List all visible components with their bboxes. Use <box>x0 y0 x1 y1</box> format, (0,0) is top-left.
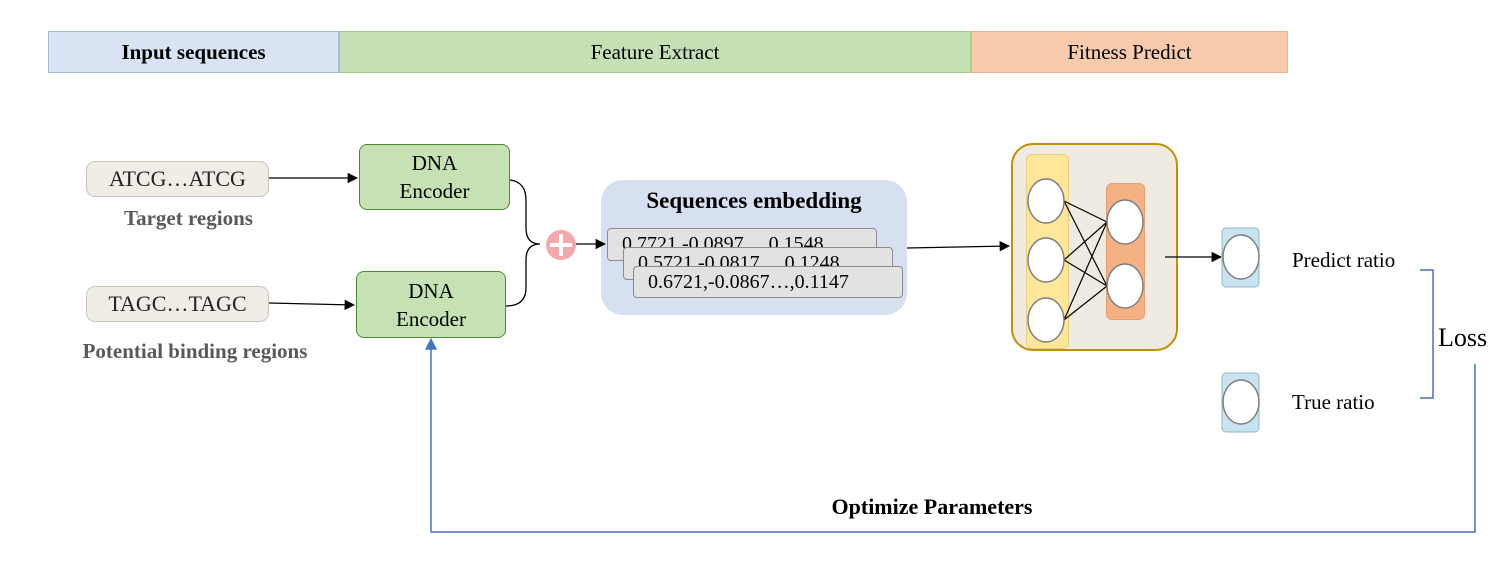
target-regions-caption: Target regions <box>124 206 253 230</box>
stage-fitness-predict: Fitness Predict <box>971 31 1288 73</box>
stage-feature-extract: Feature Extract <box>339 31 971 73</box>
concat-plus-icon <box>546 230 576 260</box>
predict-ratio-label: Predict ratio <box>1292 248 1396 272</box>
nn-hidden-node-1 <box>1106 199 1144 245</box>
nn-hidden-node-2 <box>1106 263 1144 309</box>
dna-encoder-top: DNA Encoder <box>359 144 510 210</box>
target-sequence-box: ATCG…ATCG <box>86 161 269 197</box>
true-node <box>1222 379 1260 425</box>
dna-encoder-bottom-label: DNA Encoder <box>396 278 466 331</box>
nn-input-node-2 <box>1027 237 1065 283</box>
dna-encoder-bottom: DNA Encoder <box>356 271 506 338</box>
nn-nodes <box>1027 178 1144 343</box>
nn-input-node-3 <box>1027 297 1065 343</box>
loss-label: Loss <box>1438 323 1488 352</box>
optimize-feedback-arrow <box>425 337 1476 533</box>
nn-input-node-1 <box>1027 178 1065 224</box>
dna-encoder-top-label: DNA Encoder <box>399 151 470 203</box>
optimize-parameters-label: Optimize Parameters <box>831 494 1033 519</box>
binding-regions-caption: Potential binding regions <box>82 339 308 363</box>
true-ratio-label: True ratio <box>1292 390 1375 414</box>
predict-node <box>1222 234 1260 280</box>
embedding-title: Sequences embedding <box>646 188 862 213</box>
embedding-row-3: 0.6721,-0.0867…,0.1147 <box>633 266 903 298</box>
loss-bracket <box>1420 269 1434 399</box>
binding-sequence-box: TAGC…TAGC <box>86 286 269 322</box>
arrow-binding-to-encoder <box>268 299 356 310</box>
stage-input-sequences: Input sequences <box>48 31 339 73</box>
merge-brace <box>505 179 541 307</box>
arrow-embedding-to-network <box>906 240 1011 252</box>
nn-connections <box>1063 200 1108 321</box>
